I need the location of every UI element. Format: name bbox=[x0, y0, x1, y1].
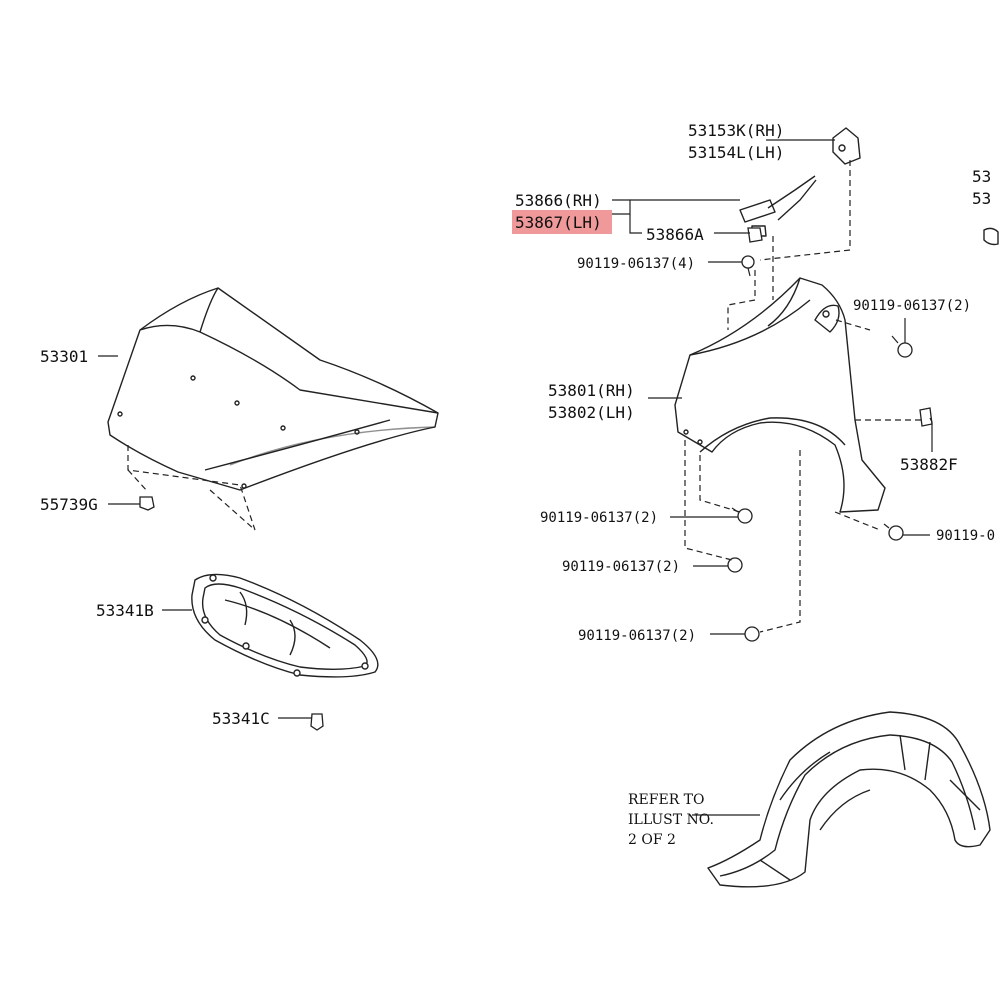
fender-dashed-lines bbox=[684, 160, 922, 633]
pad-53882f-icon bbox=[919, 407, 933, 427]
label-bolt-mid: 90119-06137(2) bbox=[540, 510, 658, 526]
fender-liner bbox=[707, 711, 991, 888]
fender-seal-53866 bbox=[739, 175, 817, 237]
label-53867: 53867(LH) bbox=[515, 213, 602, 232]
label-53866: 53866(RH) bbox=[515, 191, 602, 210]
fender-53801 bbox=[674, 277, 886, 513]
note-line-3: 2 OF 2 bbox=[628, 832, 676, 848]
edge-clip-icon bbox=[983, 227, 999, 246]
label-53153k: 53153K(RH) bbox=[688, 121, 784, 140]
label-edge-top: 53 bbox=[972, 167, 991, 186]
label-53341c: 53341C bbox=[212, 709, 270, 728]
bracket-53153k bbox=[832, 127, 861, 165]
bolt-icon bbox=[741, 255, 755, 277]
label-55739g: 55739G bbox=[40, 495, 98, 514]
note-line-2: ILLUST NO. bbox=[628, 812, 714, 828]
bolt-icon bbox=[883, 523, 904, 541]
label-53301: 53301 bbox=[40, 347, 88, 366]
clip-53866a-icon bbox=[747, 227, 763, 243]
note-line-1: REFER TO bbox=[628, 792, 705, 808]
highlight-box-53867 bbox=[512, 210, 612, 234]
label-53802: 53802(LH) bbox=[548, 403, 635, 422]
label-edge-bottom: 53 bbox=[972, 189, 991, 208]
hood-53301 bbox=[107, 287, 439, 491]
label-53154l: 53154L(LH) bbox=[688, 143, 784, 162]
bolt-icon bbox=[727, 557, 743, 573]
leader-lines bbox=[98, 139, 933, 719]
label-53341b: 53341B bbox=[96, 601, 154, 620]
hood-insulator-53341b bbox=[191, 573, 379, 678]
clip-53341c-icon bbox=[310, 713, 324, 731]
bolt-icon bbox=[891, 335, 913, 358]
clip-55739g-icon bbox=[139, 496, 155, 511]
label-bolt-top: 90119-06137(4) bbox=[577, 256, 695, 272]
label-53801: 53801(RH) bbox=[548, 381, 635, 400]
label-53882f: 53882F bbox=[900, 455, 958, 474]
label-bolt-bottom: 90119-06137(2) bbox=[578, 628, 696, 644]
hood-dashed-lines bbox=[127, 445, 256, 531]
label-bolt-right: 90119-06137(2) bbox=[853, 298, 971, 314]
label-bolt-edge: 90119-0 bbox=[936, 528, 995, 544]
label-53866a: 53866A bbox=[646, 225, 704, 244]
label-bolt-lower: 90119-06137(2) bbox=[562, 559, 680, 575]
bolt-icon bbox=[744, 626, 760, 642]
